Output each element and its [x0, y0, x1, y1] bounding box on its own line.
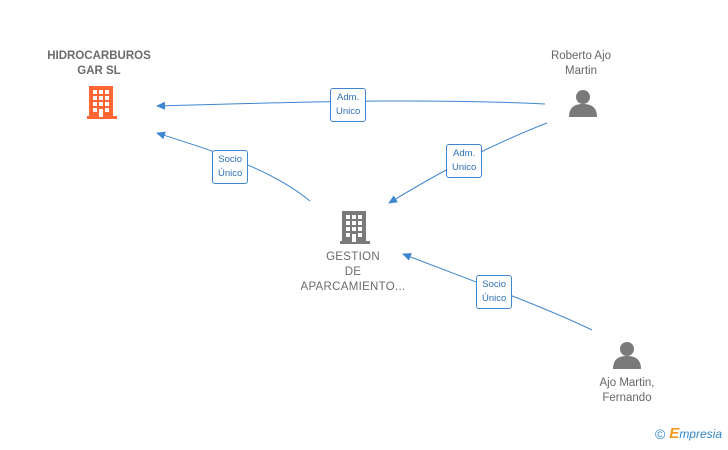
edge-label-roberto-hidrocarburos: Adm. Unico	[330, 88, 367, 122]
edge-label-fernando-gestion: Socio Único	[476, 275, 513, 309]
person-label-fernando[interactable]: Ajo Martin, Fernando	[599, 377, 655, 404]
edge-label-roberto-gestion: Adm. Unico	[446, 144, 483, 178]
building-icon	[87, 86, 117, 119]
person-icon	[569, 90, 597, 117]
person-icon	[613, 342, 641, 369]
building-icon	[340, 211, 370, 244]
brand-name: mpresia	[679, 427, 722, 441]
person-label-roberto[interactable]: Roberto Ajo Martin	[550, 50, 612, 77]
brand-watermark: © Empresia	[655, 425, 722, 442]
company-label-gestion[interactable]: GESTION DE APARCAMIENTO...	[300, 251, 406, 293]
edge-label-gestion-hidrocarburos: Socio Único	[212, 150, 249, 184]
brand-logo-e: E	[669, 425, 680, 442]
company-label-hidrocarburos[interactable]: HIDROCARBUROS GAR SL	[47, 50, 151, 77]
copyright-symbol: ©	[654, 425, 666, 442]
